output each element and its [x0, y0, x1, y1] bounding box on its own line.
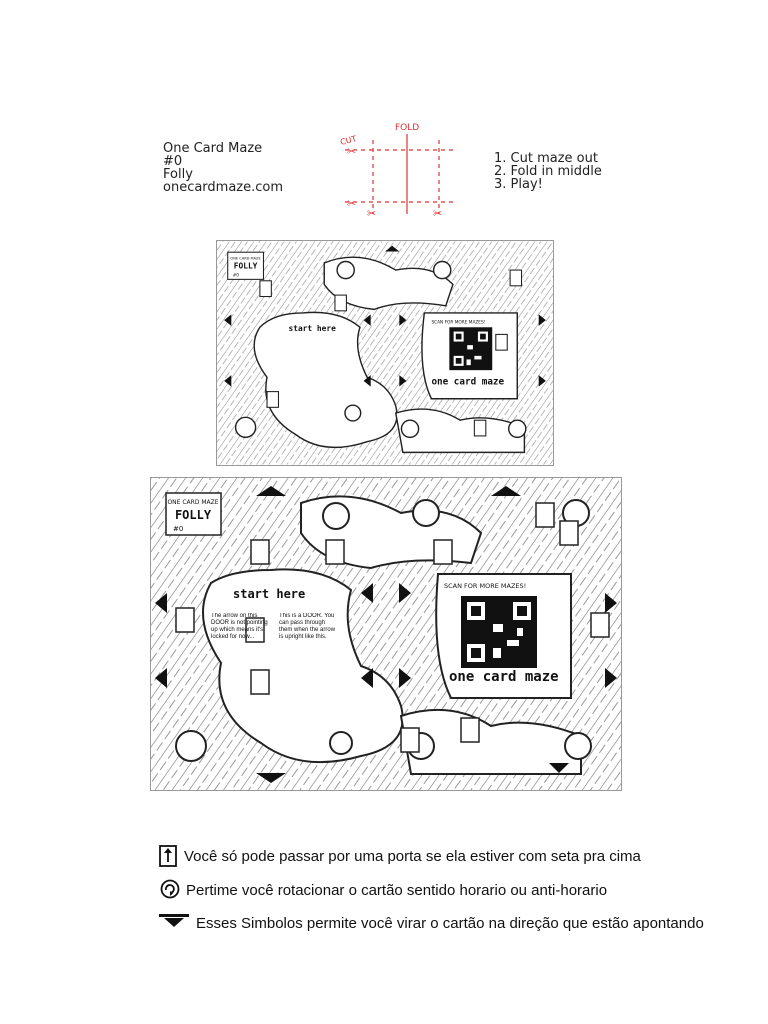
- svg-text:start here: start here: [288, 324, 336, 333]
- legend-row-spin: Pertime você rotacionar o cartão sentido…: [160, 879, 607, 901]
- svg-text:FOLLY: FOLLY: [175, 508, 212, 522]
- svg-text:#0: #0: [173, 525, 183, 533]
- cut-fold-diagram: FOLD CUT ✂ ✂ ✂ ✂: [339, 123, 457, 218]
- scissors-icon: ✂: [347, 145, 356, 158]
- svg-text:ONE CARD MAZE: ONE CARD MAZE: [230, 256, 261, 260]
- svg-text:one card maze: one card maze: [449, 669, 559, 685]
- title-line: onecardmaze.com: [163, 180, 284, 195]
- instruction-step: 2. Fold in middle: [494, 164, 602, 179]
- instructions: 1. Cut maze out 2. Fold in middle 3. Pla…: [494, 152, 602, 191]
- title-line: Folly: [163, 167, 193, 182]
- svg-text:start here: start here: [233, 587, 305, 601]
- legend-row-door: Você só pode passar por uma porta se ela…: [158, 845, 641, 867]
- svg-text:SCAN FOR MORE MAZES!: SCAN FOR MORE MAZES!: [444, 582, 526, 590]
- maze-title-block: One Card Maze #0 Folly onecardmaze.com: [163, 142, 283, 194]
- cut-label: CUT: [339, 134, 357, 147]
- title-line: #0: [163, 154, 183, 169]
- legend-text: Pertime você rotacionar o cartão sentido…: [186, 881, 608, 899]
- svg-text:#0: #0: [233, 273, 240, 279]
- svg-text:one card maze: one card maze: [431, 376, 504, 387]
- scissors-icon: ✂: [433, 207, 442, 218]
- door-arrow-up-icon: [158, 845, 178, 867]
- spin-icon: [160, 879, 180, 901]
- legend-row-flip: Esses Simbolos permite você virar o cart…: [158, 912, 704, 934]
- instruction-step: 3. Play!: [494, 177, 543, 192]
- fold-label: FOLD: [395, 123, 419, 133]
- legend-text: Você só pode passar por uma porta se ela…: [184, 847, 641, 865]
- instruction-step: 1. Cut maze out: [494, 151, 598, 166]
- scissors-icon: ✂: [347, 197, 356, 210]
- svg-text:ONE CARD MAZE: ONE CARD MAZE: [167, 499, 218, 506]
- maze-graphic: ONE CARD MAZE FOLLY #0 start here SCAN F…: [217, 241, 553, 465]
- scissors-icon: ✂: [367, 207, 376, 218]
- svg-text:SCAN FOR MORE MAZES!: SCAN FOR MORE MAZES!: [431, 320, 485, 326]
- legend-text: Esses Simbolos permite você virar o cart…: [196, 914, 704, 932]
- maze-graphic: ONE CARD MAZE FOLLY #0 start here SCAN F…: [151, 478, 621, 790]
- flip-triangle-icon: [158, 912, 190, 934]
- maze-card-large: ONE CARD MAZE FOLLY #0 start here SCAN F…: [150, 477, 622, 791]
- maze-card-small: ONE CARD MAZE FOLLY #0 start here SCAN F…: [216, 240, 554, 466]
- title-line: One Card Maze: [163, 141, 263, 156]
- svg-text:FOLLY: FOLLY: [234, 262, 258, 271]
